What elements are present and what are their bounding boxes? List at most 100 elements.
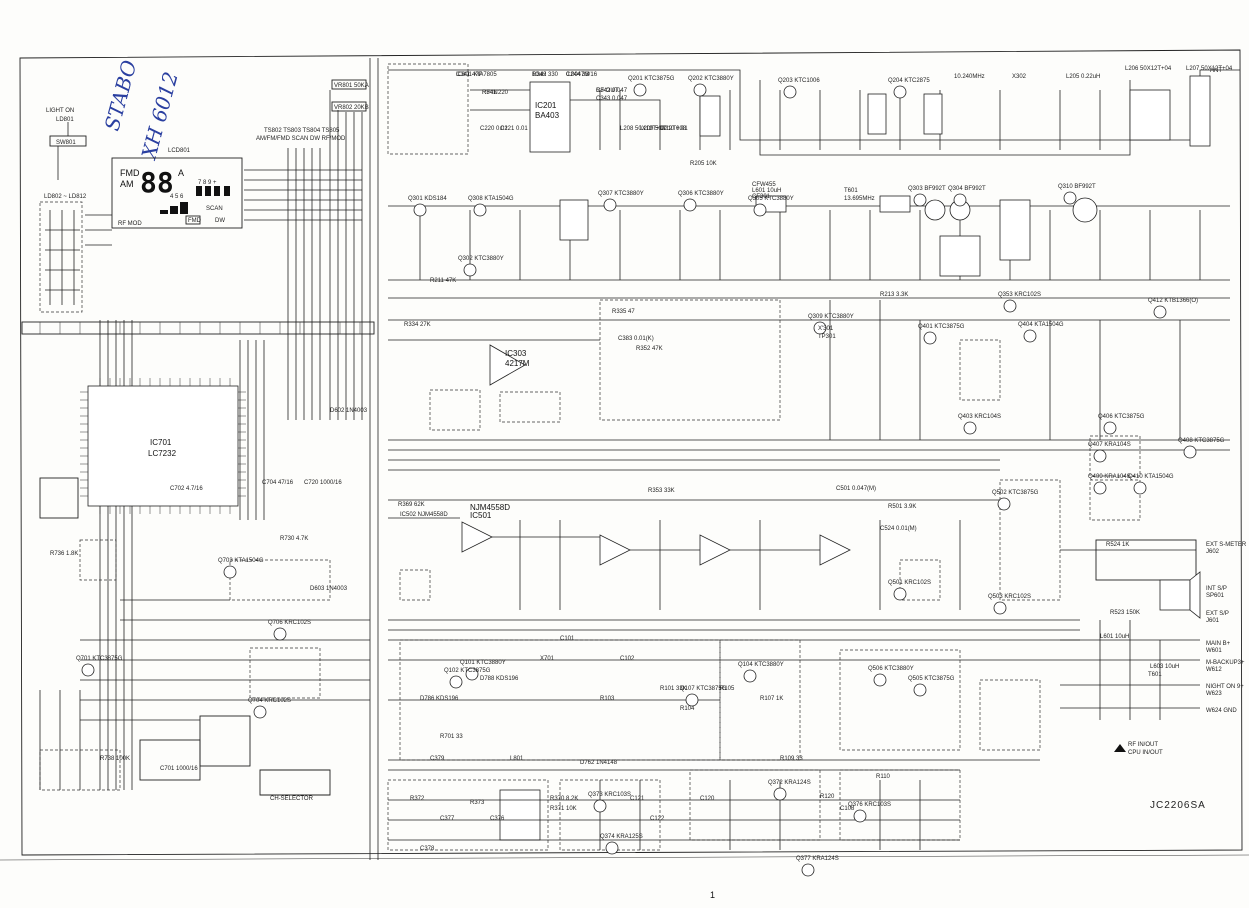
transistor-label: Q302 KTC3880Y xyxy=(458,256,504,262)
transistor-label: Q372 KRA124S xyxy=(768,780,811,786)
transistor-35: Q104 KTC3880Y xyxy=(738,662,784,683)
ic303-part: 4217M xyxy=(505,359,530,368)
component-label: R352 47K xyxy=(636,346,663,352)
s-meter-network xyxy=(1095,539,1197,581)
component-label: C377 xyxy=(440,816,455,822)
transistor-41: Q377 KRA124S xyxy=(796,856,839,877)
ic701-ref: IC701 xyxy=(150,438,172,447)
component-label: R738 100K xyxy=(100,756,130,762)
vr802-label: VR802 20KB xyxy=(334,105,369,111)
transistor-2: Q203 KTC1006 xyxy=(778,78,820,99)
transistor-36: Q107 KTC3875G xyxy=(680,686,727,707)
transistor-label: Q406 KTC3875G xyxy=(1098,414,1145,420)
component-label: R104 xyxy=(680,706,695,712)
component-label: R211 47K xyxy=(430,278,456,284)
component-label: C343 0.047 xyxy=(596,96,628,102)
transistor-label: Q309 KTC3880Y xyxy=(808,314,854,320)
transistor-12: Q309 KTC3880Y xyxy=(808,314,854,335)
sheet-border xyxy=(19,49,1243,856)
transistor-40: Q376 KRC103S xyxy=(848,802,891,823)
transistor-label: Q501 KRC102S xyxy=(888,580,931,586)
transistor-label: Q377 KRA124S xyxy=(796,856,839,862)
q703-block xyxy=(229,559,331,601)
transistor-label: Q505 KTC3875G xyxy=(908,676,955,682)
transistor-26: Q503 KRC102S xyxy=(988,594,1031,615)
transistor-label: Q107 KTC3875G xyxy=(680,686,727,692)
transistor-1: Q202 KTC3880Y xyxy=(688,76,734,97)
transistor-label: Q303 BF992T xyxy=(908,186,946,192)
lcd-mode-fmd: FMD xyxy=(120,168,140,178)
ic201-ref: IC201 xyxy=(535,101,557,110)
led-array-box xyxy=(39,201,83,313)
transistor-19: Q407 KRA104S xyxy=(1088,442,1131,463)
ext-smeter: EXT S-METER xyxy=(1206,542,1247,548)
transistor-label: Q703 KTA1504G xyxy=(218,558,264,564)
component-label: R107 1K xyxy=(760,696,783,702)
ch-selector-label: CH-SELECTOR xyxy=(270,796,314,802)
component-label: C704 47/16 xyxy=(262,480,294,486)
transistor-label: Q410 KTA1504G xyxy=(1128,474,1174,480)
night-on: NIGHT ON 9+ xyxy=(1206,684,1244,690)
transistor-label: Q408 KTC3875G xyxy=(1178,438,1225,444)
component-label: CFW455 xyxy=(752,182,776,188)
transistor-34: Q102 KTC3875G xyxy=(444,668,491,689)
component-label: R736 1.8K xyxy=(50,551,78,557)
cfw455-label: L601 10uH xyxy=(752,188,781,194)
w624-gnd: W624 GND xyxy=(1206,708,1237,714)
transistor-label: Q304 BF992T xyxy=(948,186,986,192)
component-label: L209 50X12T+08 xyxy=(640,126,687,132)
transistor-27: Q505 KTC3875G xyxy=(908,676,955,697)
component-label: R730 4.7K xyxy=(280,536,308,542)
svg-text:RF IN/OUT: RF IN/OUT xyxy=(1128,742,1158,748)
transistor-label: Q506 KTC3880Y xyxy=(868,666,914,672)
transistor-13: Q310 BF992T xyxy=(1058,184,1096,205)
component-label: RF IN xyxy=(482,90,498,96)
q201-block xyxy=(387,63,469,155)
ch-selector-switch xyxy=(259,769,331,796)
component-label: D786 KDS196 xyxy=(420,696,459,702)
transistor-label: Q306 KTC3880Y xyxy=(678,191,724,197)
transistor-9: Q306 KTC3880Y xyxy=(678,191,724,212)
component-label: C120 xyxy=(700,796,715,802)
transistor-28: Q506 KTC3880Y xyxy=(868,666,914,687)
component-label: D603 1N4003 xyxy=(310,586,348,592)
transistor-24: Q501 KRC102S xyxy=(888,580,931,601)
transistor-label: Q704 KRC102S xyxy=(248,698,291,704)
transistor-11: Q308 KTA1504G xyxy=(468,196,514,217)
ic701-part: LC7232 xyxy=(148,449,177,458)
component-label: C102 xyxy=(620,656,635,662)
component-label: C341 47P xyxy=(456,72,483,78)
svg-text:W601: W601 xyxy=(1206,648,1222,654)
transistor-7: Q304 BF992T xyxy=(948,186,986,207)
component-label: L205 0.22uH xyxy=(1066,74,1100,80)
transistor-20: Q408 KTC3875G xyxy=(1178,438,1225,459)
component-label: C210 0.01 xyxy=(660,126,688,132)
mic-amp-section xyxy=(399,639,721,761)
vr801-box xyxy=(331,79,367,90)
component-label: RF OUT xyxy=(596,88,619,94)
component-label: R524 1K xyxy=(1106,542,1129,548)
component-label: C244 33/16 xyxy=(566,72,598,78)
lcd-fmd-box xyxy=(185,215,201,225)
lcd-scan: SCAN xyxy=(206,206,223,212)
transistor-23: Q412 KTB1366(O) xyxy=(1148,298,1198,319)
component-label: CF301 xyxy=(752,194,771,200)
lcd-display xyxy=(111,157,243,229)
transistor-39: Q374 KRA125S xyxy=(600,834,643,855)
transistor-32: Q706 KRC102S xyxy=(268,620,311,641)
component-label: C376 xyxy=(490,816,505,822)
led-array-label: LD802 ~ LD812 xyxy=(44,194,87,200)
lcd-digits: 88 xyxy=(140,166,174,199)
speaker-icon xyxy=(1159,579,1191,611)
transistor-label: Q305 KTC3880Y xyxy=(748,196,794,202)
transistor-31: Q704 KRC102S xyxy=(248,698,291,719)
transistor-label: Q201 KTC3875G xyxy=(628,76,675,82)
cable-band xyxy=(21,321,375,335)
transistor-label: Q202 KTC3880Y xyxy=(688,76,734,82)
component-label: 10uH xyxy=(532,72,546,78)
component-label: R370 8.2K xyxy=(550,796,578,802)
transistor-label: Q353 KRC102S xyxy=(998,292,1041,298)
lcd-ref: LCD801 xyxy=(168,148,191,154)
component-label: IC502 NJM4558D xyxy=(400,512,448,518)
antenna-label: ANT xyxy=(1210,68,1222,74)
